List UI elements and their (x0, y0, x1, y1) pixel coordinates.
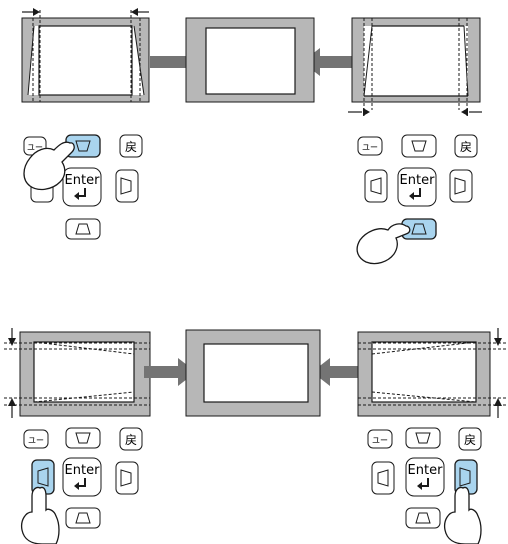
menu-key-label: ユー (372, 436, 388, 445)
pointing-hand-icon (357, 224, 410, 264)
bottom-right-panel (358, 328, 506, 418)
enter-key-label: Enter (408, 463, 444, 478)
top-left-keypad: ユー 戻 Enter (24, 135, 142, 239)
menu-key-label: ユー (28, 436, 44, 445)
top-left-panel (22, 8, 149, 102)
bottom-left-panel (4, 328, 150, 418)
top-right-panel (348, 18, 482, 118)
bottom-center-panel (186, 330, 320, 416)
return-key-label: 戻 (460, 140, 472, 154)
enter-key-label: Enter (400, 173, 436, 188)
top-center-panel (186, 18, 314, 102)
pointing-hand-icon (445, 487, 481, 544)
top-right-keypad: ユー 戻 Enter (357, 135, 477, 264)
enter-key-label: Enter (65, 463, 101, 478)
return-key-label: 戻 (464, 433, 476, 447)
bottom-right-keypad: ユー 戻 Enter (368, 428, 481, 544)
bottom-left-keypad: ユー 戻 Enter (22, 428, 142, 544)
return-key-label: 戻 (125, 140, 137, 154)
return-key-label: 戻 (125, 433, 137, 447)
enter-key-label: Enter (65, 173, 101, 188)
menu-key-label: ユー (362, 143, 378, 152)
pointing-hand-icon (22, 487, 59, 544)
